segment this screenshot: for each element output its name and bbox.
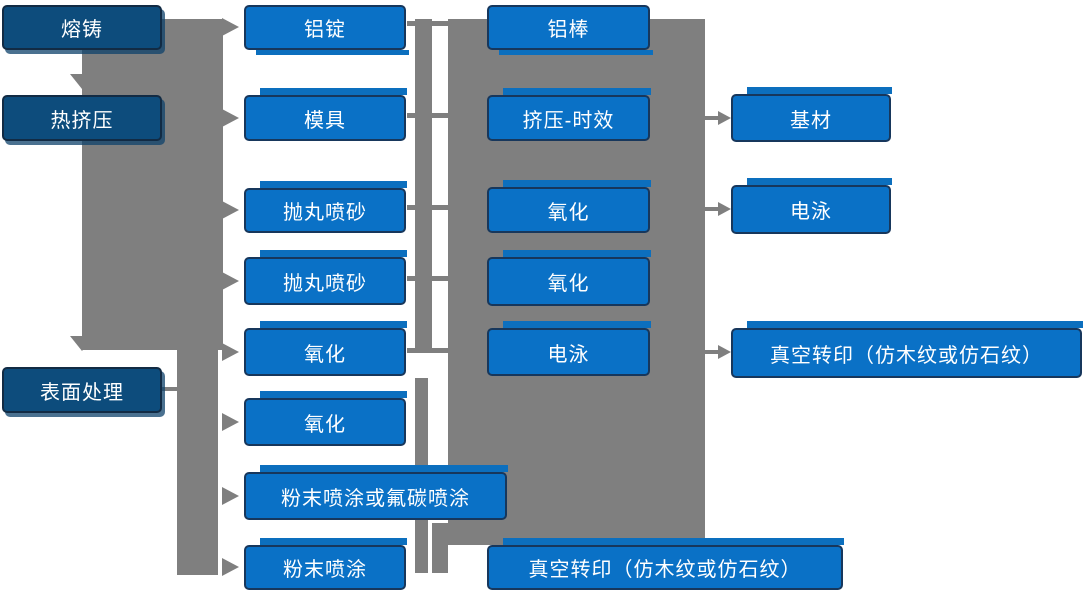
node-label-fenmo-futan: 粉末喷涂或氟碳喷涂 xyxy=(281,487,470,510)
node-lubang: 铝棒 xyxy=(487,5,653,55)
arrow-to-fenmo-futan-arrowhead-icon xyxy=(222,487,239,505)
connector-mid-strip-lower xyxy=(432,523,448,573)
connector-exit-stem-3 xyxy=(705,350,719,354)
arrow-to-yanghua-1-arrowhead-icon xyxy=(222,343,239,361)
node-label-dianyong-2: 电泳 xyxy=(790,201,832,223)
node-jiya-shixiao: 挤压-时效 xyxy=(487,88,651,141)
node-label-yanghua-4: 氧化 xyxy=(547,273,590,295)
connector-row-link-1 xyxy=(407,21,448,26)
connector-exit-stem-1 xyxy=(705,116,719,120)
node-label-yanghua-3: 氧化 xyxy=(547,201,590,224)
arrow-to-jicai-arrowhead-icon xyxy=(718,111,731,125)
node-jicai: 基材 xyxy=(731,87,892,142)
connector-row-link-3 xyxy=(407,205,448,210)
connector-surface-link xyxy=(162,387,178,391)
node-label-rejiya: 热挤压 xyxy=(50,109,114,132)
arrow-to-biaomianchuli-arrowhead-icon xyxy=(70,336,94,351)
arrow-to-luding-arrowhead-icon xyxy=(222,18,239,36)
arrow-to-muju-arrowhead-icon xyxy=(222,109,239,127)
node-paowan-2: 抛丸喷砂 xyxy=(244,250,407,305)
arrow-to-yanghua-2-arrowhead-icon xyxy=(222,413,239,431)
node-rongzhu: 熔铸 xyxy=(2,5,162,50)
node-dianyong-2: 电泳 xyxy=(731,178,892,234)
node-paowan-1: 抛丸喷砂 xyxy=(244,181,407,233)
connector-left-trunk xyxy=(177,348,218,575)
node-yanghua-2: 氧化 xyxy=(244,391,407,446)
node-label-paowan-1: 抛丸喷砂 xyxy=(283,202,367,224)
node-fenmo: 粉末喷涂 xyxy=(244,538,407,590)
node-label-fenmo: 粉末喷涂 xyxy=(283,559,367,581)
node-label-biaomianchuli: 表面处理 xyxy=(40,381,124,404)
arrow-to-zhenkong-right-arrowhead-icon xyxy=(718,345,731,359)
connector-row-link-5 xyxy=(407,348,448,353)
node-fenmo-futan: 粉末喷涂或氟碳喷涂 xyxy=(244,465,508,520)
connector-row-link-4 xyxy=(407,276,448,281)
node-zhenkong-right: 真空转印（仿木纹或仿石纹） xyxy=(731,321,1083,378)
node-label-jiya-shixiao: 挤压-时效 xyxy=(522,109,615,132)
connector-row-link-2 xyxy=(407,113,448,118)
connector-mid-bar-upper xyxy=(415,19,432,353)
node-yanghua-4: 氧化 xyxy=(487,250,651,306)
node-yanghua-1: 氧化 xyxy=(244,321,407,376)
node-dianyong-1: 电泳 xyxy=(487,321,651,376)
node-label-yanghua-2: 氧化 xyxy=(304,413,346,436)
node-label-rongzhu: 熔铸 xyxy=(61,19,103,41)
node-label-paowan-2: 抛丸喷砂 xyxy=(283,272,367,295)
node-label-zhenkong-bottom: 真空转印（仿木纹或仿石纹） xyxy=(528,559,802,581)
connector-left-slab xyxy=(82,19,223,350)
node-label-jicai: 基材 xyxy=(790,109,832,132)
node-rejiya: 热挤压 xyxy=(2,95,162,141)
arrow-to-dianyong-2-arrowhead-icon xyxy=(718,202,731,216)
node-label-muju: 模具 xyxy=(304,109,346,132)
node-muju: 模具 xyxy=(244,88,407,141)
node-label-yanghua-1: 氧化 xyxy=(304,343,346,366)
arrow-to-paowan-2-arrowhead-icon xyxy=(222,272,239,290)
arrow-to-fenmo-arrowhead-icon xyxy=(222,558,239,576)
node-biaomianchuli: 表面处理 xyxy=(2,367,162,413)
connector-exit-stem-2 xyxy=(705,207,719,211)
node-label-zhenkong-right: 真空转印（仿木纹或仿石纹） xyxy=(770,344,1043,367)
node-luding: 铝锭 xyxy=(244,5,409,55)
node-label-dianyong-1: 电泳 xyxy=(547,343,590,366)
node-zhenkong-bottom: 真空转印（仿木纹或仿石纹） xyxy=(487,538,844,590)
node-label-luding: 铝锭 xyxy=(304,19,346,41)
node-label-lubang: 铝棒 xyxy=(547,19,590,41)
node-yanghua-3: 氧化 xyxy=(487,180,651,233)
arrow-to-rejiya-arrowhead-icon xyxy=(70,74,94,89)
arrow-to-paowan-1-arrowhead-icon xyxy=(222,201,239,219)
